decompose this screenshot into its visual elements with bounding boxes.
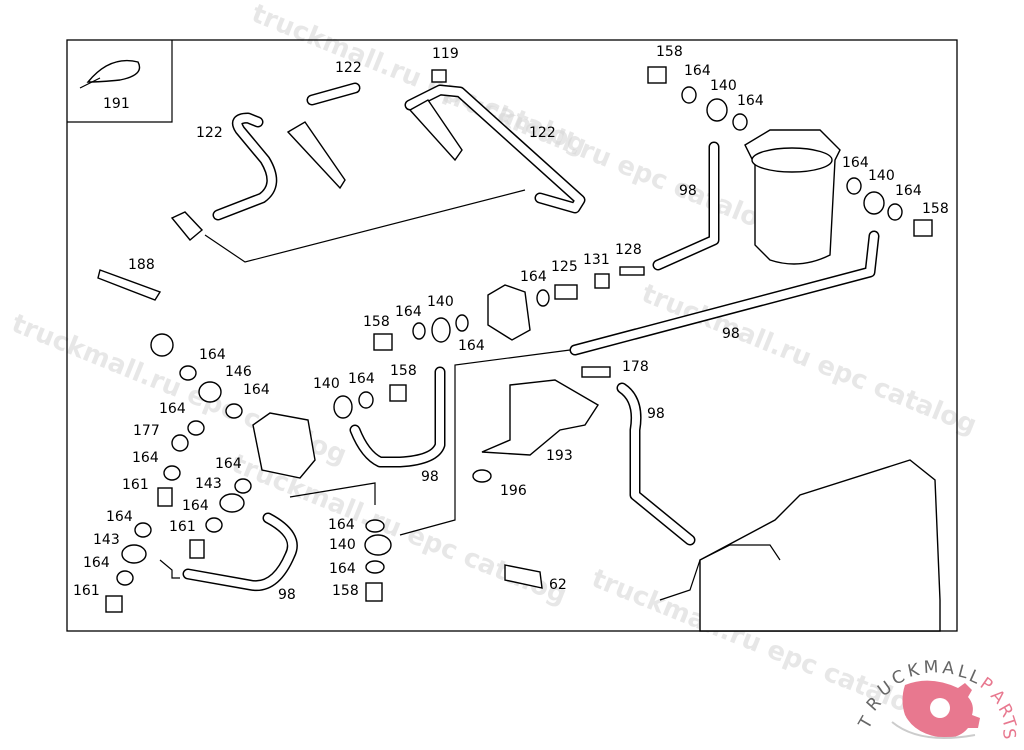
callout-label: 158 [332, 583, 359, 599]
callout-label: 143 [195, 476, 222, 492]
callout-label: 158 [656, 44, 683, 60]
callout-label: 164 [458, 338, 485, 354]
fuel-filter [744, 129, 841, 265]
part-188 [97, 269, 162, 301]
callout-label: 164 [132, 450, 159, 466]
callout-label: 164 [243, 382, 270, 398]
svg-text:A: A [941, 658, 955, 679]
pump-head [487, 284, 531, 341]
svg-text:M: M [923, 657, 939, 678]
part-119 [431, 69, 447, 83]
bracket-193 [481, 379, 599, 456]
watermark: truckmall.ru epc catalog [437, 79, 780, 241]
callout-label: 158 [363, 314, 390, 330]
callout-label: 140 [427, 294, 454, 310]
injector-nozzles [286, 69, 463, 190]
callout-label: 164 [842, 155, 869, 171]
callout-label: 164 [348, 371, 375, 387]
callout-label: 164 [215, 456, 242, 472]
callout-label: 146 [225, 364, 252, 380]
callout-label: 122 [529, 125, 556, 141]
callout-label: 140 [313, 376, 340, 392]
callout-label: 164 [395, 304, 422, 320]
callout-label: 98 [722, 326, 740, 342]
callout-label: 164 [199, 347, 226, 363]
callout-label: 122 [335, 60, 362, 76]
svg-text:T: T [855, 713, 878, 733]
callout-label: 98 [647, 406, 665, 422]
watermark: truckmall.ru epc catalog [637, 279, 980, 441]
callout-label: 191 [103, 96, 130, 112]
callout-label: 164 [684, 63, 711, 79]
callout-label: 164 [182, 498, 209, 514]
leader-lines [159, 189, 571, 579]
callout-label: 164 [106, 509, 133, 525]
callout-label: 98 [278, 587, 296, 603]
callout-label: 164 [520, 269, 547, 285]
callout-label: 119 [432, 46, 459, 62]
svg-text:K: K [906, 660, 922, 682]
clip-part-191 [79, 59, 141, 89]
callout-label: 177 [133, 423, 160, 439]
callout-label: 140 [710, 78, 737, 94]
callout-label: 164 [737, 93, 764, 109]
callout-label: 161 [73, 583, 100, 599]
callout-label: 178 [622, 359, 649, 375]
callout-label: 158 [390, 363, 417, 379]
filter-head [252, 412, 316, 479]
small-parts [97, 66, 933, 613]
hoses [182, 82, 880, 592]
callout-label: 193 [546, 448, 573, 464]
diagram-frame [66, 39, 958, 632]
callout-label: 140 [329, 537, 356, 553]
inset-box [67, 40, 173, 123]
callout-labels: 191 122 119 122 122 158 164 140 164 98 1… [73, 44, 949, 603]
callout-label: 143 [93, 532, 120, 548]
callout-label: 196 [500, 483, 527, 499]
callout-label: 164 [328, 517, 355, 533]
callout-label: 62 [549, 577, 567, 593]
callout-label: 140 [868, 168, 895, 184]
callout-label: 98 [421, 469, 439, 485]
part-62 [504, 564, 543, 589]
callout-label: 158 [922, 201, 949, 217]
callout-label: 164 [329, 561, 356, 577]
callout-label: 161 [122, 477, 149, 493]
callout-label: 122 [196, 125, 223, 141]
callout-label: 131 [583, 252, 610, 268]
callout-label: 164 [895, 183, 922, 199]
callout-label: 161 [169, 519, 196, 535]
svg-text:S: S [998, 727, 1019, 740]
callout-label: 164 [83, 555, 110, 571]
callout-label: 164 [159, 401, 186, 417]
callout-label: 98 [679, 183, 697, 199]
callout-label: 125 [551, 259, 578, 275]
callout-label: 128 [615, 242, 642, 258]
engine-block [659, 459, 941, 632]
callout-label: 188 [128, 257, 155, 273]
